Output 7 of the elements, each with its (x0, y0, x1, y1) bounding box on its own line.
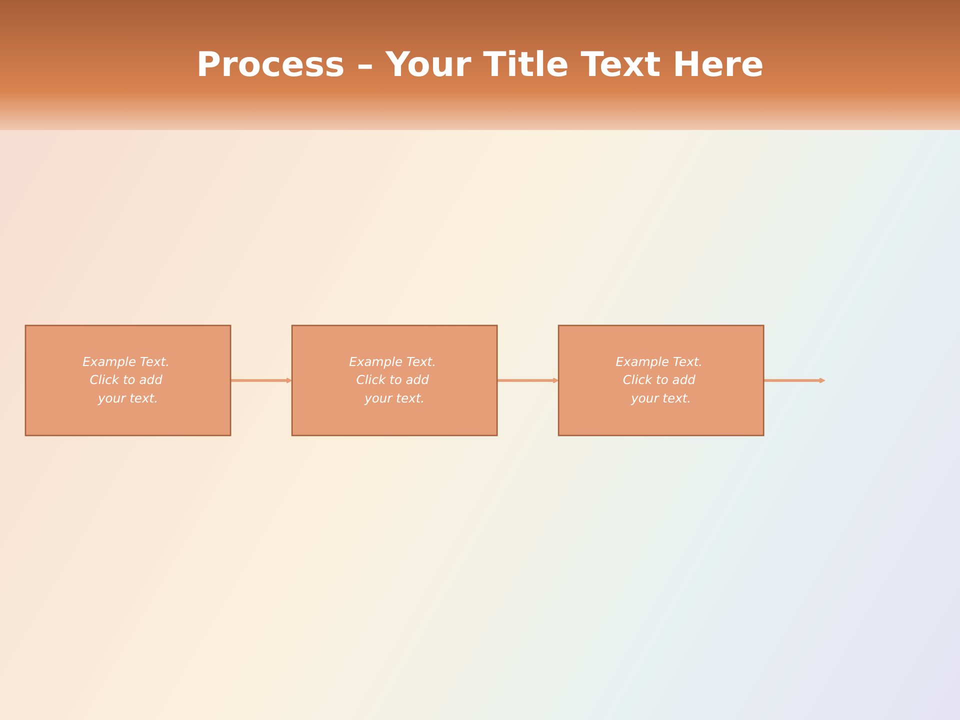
arrow (230, 377, 292, 383)
node-box: Example Text. Click to add your text. (558, 324, 764, 436)
node-box: Example Text. Click to add your text. (291, 324, 498, 436)
arrow (764, 377, 826, 383)
node-box: Example Text. Click to add your text. (24, 324, 232, 436)
slide-title: Process – Your Title Text Here (196, 45, 764, 85)
arrow (497, 377, 559, 383)
